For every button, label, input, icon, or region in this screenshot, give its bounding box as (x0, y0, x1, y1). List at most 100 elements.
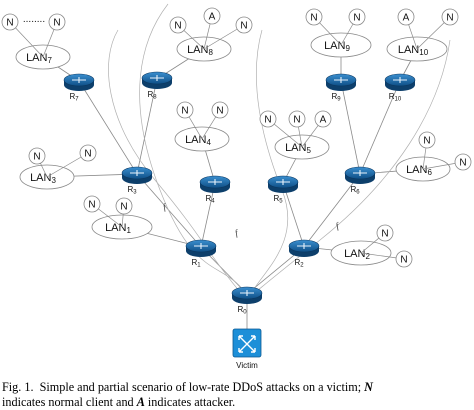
svg-text:N: N (84, 149, 91, 160)
svg-text:R5: R5 (273, 194, 283, 205)
caption-text: Simple and partial scenario of low-rate … (39, 380, 362, 394)
svg-text:N: N (88, 200, 95, 211)
svg-text:N: N (353, 13, 360, 24)
svg-text:N: N (53, 18, 60, 29)
normal-client-node: N (28, 147, 46, 165)
svg-text:R1: R1 (191, 258, 201, 269)
link-r2-r5 (282, 182, 305, 248)
link-r6-r9 (340, 80, 361, 175)
svg-text:R0: R0 (237, 305, 247, 316)
svg-text:N: N (120, 202, 127, 213)
normal-client-node: N (348, 8, 366, 26)
router-r4: R4 (199, 175, 231, 205)
normal-client-node: N (79, 144, 97, 162)
svg-text:N: N (310, 13, 317, 24)
svg-text:R6: R6 (350, 185, 360, 196)
svg-text:A: A (320, 115, 327, 126)
normal-client-node: N (305, 8, 323, 26)
router-r3: R3 (121, 166, 153, 196)
svg-text:N: N (423, 136, 430, 147)
svg-text:N: N (216, 106, 223, 117)
router-r2: R2 (288, 239, 320, 269)
svg-text:N: N (240, 21, 247, 32)
svg-text:LAN5: LAN5 (285, 142, 311, 155)
normal-client-node: N (395, 250, 413, 268)
attacker-client-node: A (397, 8, 415, 26)
flow-label: f (334, 220, 341, 231)
svg-text:R8: R8 (147, 90, 157, 101)
svg-text:N: N (6, 18, 13, 29)
svg-text:A: A (403, 13, 410, 24)
caption-line-2: indicates normal client and A indicates … (2, 395, 474, 410)
svg-text:N: N (381, 229, 388, 240)
router-r10: R10 (384, 73, 416, 103)
svg-text:N: N (174, 21, 181, 32)
attack-flow-path (251, 29, 288, 293)
svg-text:N: N (264, 115, 271, 126)
normal-client-node: N (235, 16, 253, 34)
svg-text:LAN9: LAN9 (324, 40, 350, 53)
attacker-client-node: A (203, 7, 221, 25)
attack-flow-path (139, 3, 246, 293)
normal-client-node: N (169, 16, 187, 34)
victim-node: Victim (232, 328, 262, 370)
router-r7: R7 (63, 73, 95, 103)
flow-label: f (162, 201, 169, 212)
svg-text:N: N (459, 158, 466, 169)
victim-label: Victim (236, 361, 258, 370)
caption-a-symbol: A (136, 395, 145, 409)
client-ellipsis: ........ (23, 14, 45, 25)
router-r0: R0 (231, 286, 263, 316)
link-r1-r4 (200, 182, 216, 248)
svg-text:LAN1: LAN1 (105, 222, 131, 235)
svg-text:LAN7: LAN7 (26, 52, 52, 65)
link-r6-r10 (359, 80, 401, 175)
svg-text:R3: R3 (127, 185, 137, 196)
svg-text:R4: R4 (205, 194, 215, 205)
svg-text:R2: R2 (294, 258, 304, 269)
caption-n-symbol: N (364, 380, 373, 394)
svg-text:R9: R9 (331, 92, 341, 103)
caption-line2-a: indicates normal client and (2, 395, 134, 409)
svg-text:N: N (181, 106, 188, 117)
router-r6: R6 (344, 166, 376, 196)
normal-client-node: N (83, 195, 101, 213)
svg-text:A: A (209, 12, 216, 23)
normal-client-node: N (211, 101, 229, 119)
normal-client-node: N (376, 224, 394, 242)
attack-flow-path (108, 29, 241, 293)
caption-prefix: Fig. 1. (2, 380, 34, 394)
normal-client-node: N (48, 13, 66, 31)
svg-text:R10: R10 (389, 92, 402, 103)
caption-line-1: Fig. 1. Simple and partial scenario of l… (2, 380, 474, 395)
svg-text:LAN10: LAN10 (398, 44, 429, 57)
caption-line2-b: indicates attacker. (147, 395, 236, 409)
normal-client-node: N (259, 110, 277, 128)
flow-label: f (234, 227, 241, 238)
router-r5: R5 (267, 175, 299, 205)
router-r9: R9 (325, 73, 357, 103)
attack-flow-path (254, 39, 451, 293)
link-r3-r7 (78, 80, 138, 175)
svg-text:LAN6: LAN6 (406, 164, 432, 177)
normal-client-node: N (1, 13, 19, 31)
normal-client-node: N (418, 131, 436, 149)
svg-text:N: N (33, 152, 40, 163)
svg-text:N: N (293, 115, 300, 126)
attacker-client-node: A (314, 110, 332, 128)
link-r2-r6 (303, 173, 361, 248)
svg-text:LAN2: LAN2 (344, 248, 370, 261)
link-r3-r8 (136, 78, 158, 175)
normal-client-node: N (441, 8, 459, 26)
normal-client-node: N (176, 101, 194, 119)
figure-caption: Fig. 1. Simple and partial scenario of l… (2, 380, 474, 410)
normal-client-node: N (454, 153, 472, 171)
svg-text:LAN4: LAN4 (185, 134, 211, 147)
normal-client-node: N (288, 110, 306, 128)
router-r1: R1 (185, 239, 217, 269)
svg-text:R7: R7 (69, 92, 79, 103)
router-r8: R8 (141, 71, 173, 101)
